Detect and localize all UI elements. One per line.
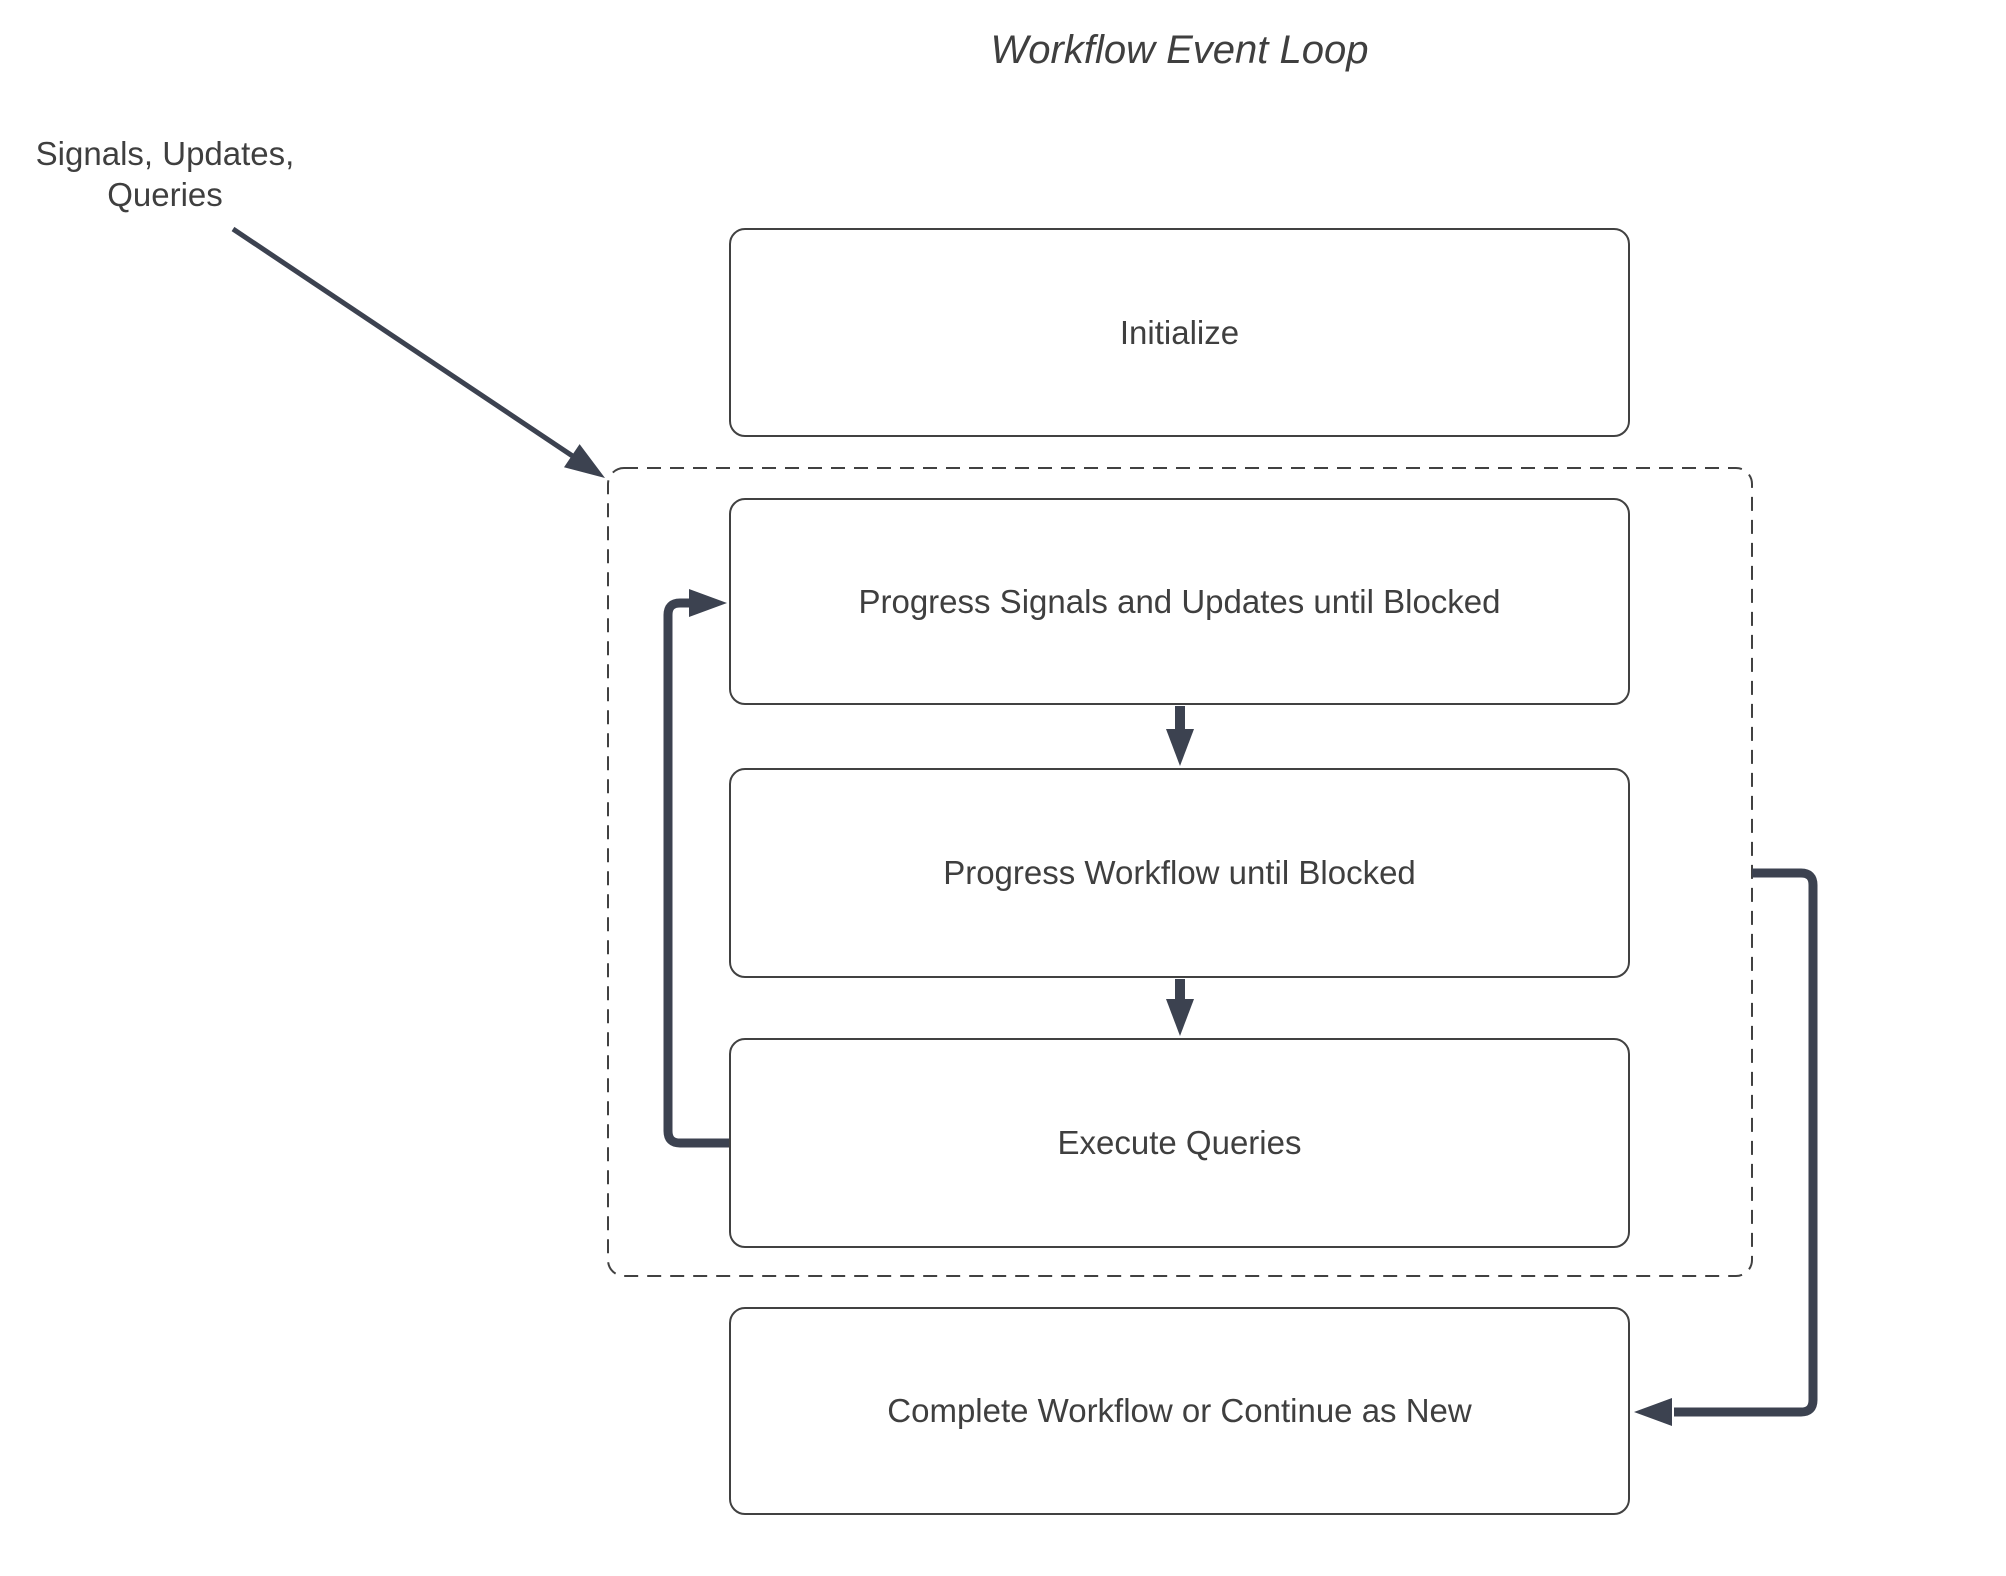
node-execute-queries: Execute Queries (729, 1038, 1630, 1248)
down-arrow-workflow-to-queries (1166, 979, 1194, 1036)
complete-workflow-connector (1634, 868, 1818, 1426)
down-arrowhead-2 (1166, 999, 1194, 1036)
down-arrow-signals-to-workflow (1166, 706, 1194, 766)
complete-workflow-arrowhead (1634, 1398, 1672, 1426)
diagram-title: Workflow Event Loop (990, 28, 1369, 72)
node-complete-workflow: Complete Workflow or Continue as New (729, 1307, 1630, 1515)
loop-back-connector (663, 589, 729, 1148)
node-progress-signals-and-updates: Progress Signals and Updates until Block… (729, 498, 1630, 705)
down-arrowhead-1 (1166, 729, 1194, 766)
signals-incoming-arrow (231, 226, 605, 478)
node-complete-workflow-label: Complete Workflow or Continue as New (887, 1392, 1472, 1429)
node-execute-queries-label: Execute Queries (1057, 1124, 1302, 1161)
annotation-line-2: Queries (107, 176, 223, 213)
node-initialize-label: Initialize (1119, 313, 1240, 351)
node-progress-workflow-label: Progress Workflow until Blocked (943, 854, 1416, 891)
signals-incoming-arrowhead (564, 444, 605, 478)
node-progress-signals-label: Progress Signals and Updates until Block… (858, 582, 1501, 620)
node-progress-workflow: Progress Workflow until Blocked (729, 768, 1630, 978)
node-initialize: Initialize (729, 228, 1630, 437)
signals-updates-queries-label: Signals, Updates, Queries (20, 133, 310, 215)
annotation-line-1: Signals, Updates, (35, 135, 295, 172)
loop-back-arrowhead (689, 589, 727, 617)
